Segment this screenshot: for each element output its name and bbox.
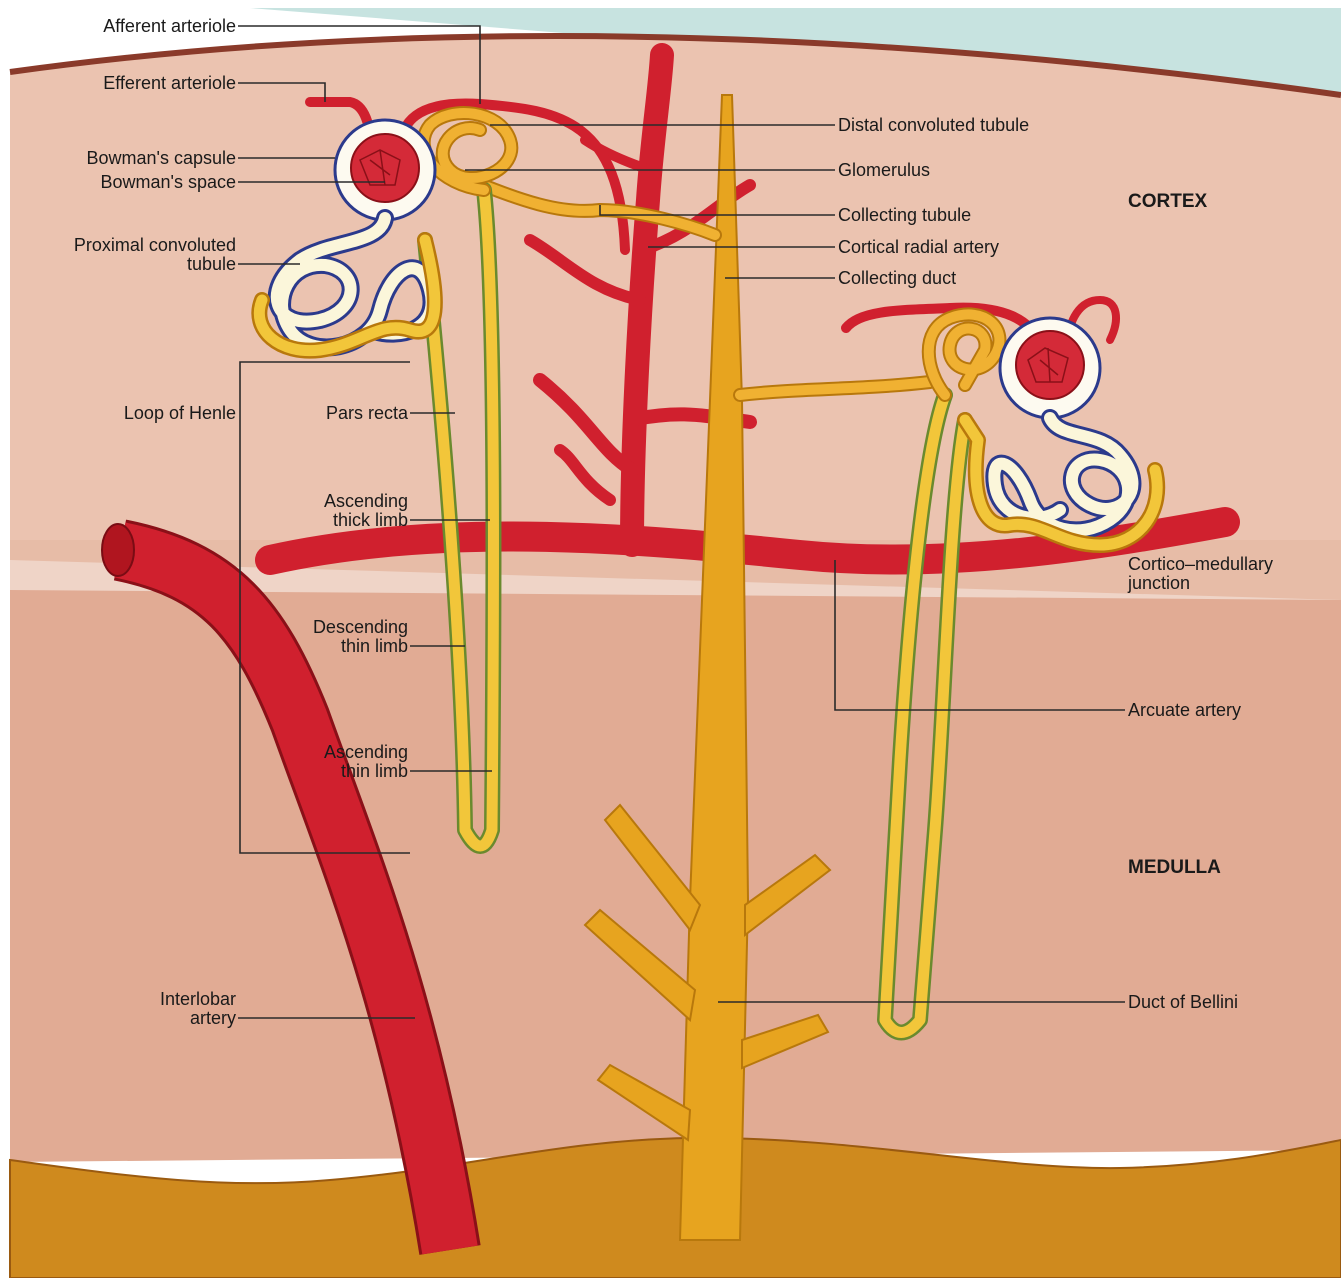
label-pars-recta: Pars recta [326,403,409,423]
label-desc-thin-line2: thin limb [341,636,408,656]
region-label-medulla: MEDULLA [1128,857,1221,878]
label-interlobar-line2: artery [190,1008,236,1028]
label-cortical-radial-artery: Cortical radial artery [838,237,999,257]
label-bowmans-capsule: Bowman's capsule [86,148,236,168]
label-proximal-line1: Proximal convoluted [74,235,236,255]
glomerulus-left [351,134,419,202]
region-label-cortex: CORTEX [1128,191,1208,212]
label-asc-thin-line2: thin limb [341,761,408,781]
label-glomerulus: Glomerulus [838,160,930,180]
label-collecting-tubule: Collecting tubule [838,205,971,225]
label-distal-convoluted-tubule: Distal convoluted tubule [838,115,1029,135]
label-asc-thick-line1: Ascending [324,491,408,511]
label-bowmans-space: Bowman's space [100,172,236,192]
label-corticomedullary-line2: junction [1127,573,1190,593]
label-collecting-duct: Collecting duct [838,268,956,288]
label-proximal-line2: tubule [187,254,236,274]
cortex-region [10,36,1341,600]
label-desc-thin-line1: Descending [313,617,408,637]
interlobar-artery-cut-end [102,524,134,576]
label-asc-thin-line1: Ascending [324,742,408,762]
label-asc-thick-line2: thick limb [333,510,408,530]
label-loop-of-henle: Loop of Henle [124,403,236,423]
glomerulus-right [1016,331,1084,399]
label-afferent-arteriole: Afferent arteriole [103,16,236,36]
label-corticomedullary-line1: Cortico–medullary [1128,554,1273,574]
label-interlobar-line1: Interlobar [160,989,236,1009]
label-arcuate-artery: Arcuate artery [1128,700,1241,720]
label-efferent-arteriole: Efferent arteriole [103,73,236,93]
label-duct-of-bellini: Duct of Bellini [1128,992,1238,1012]
